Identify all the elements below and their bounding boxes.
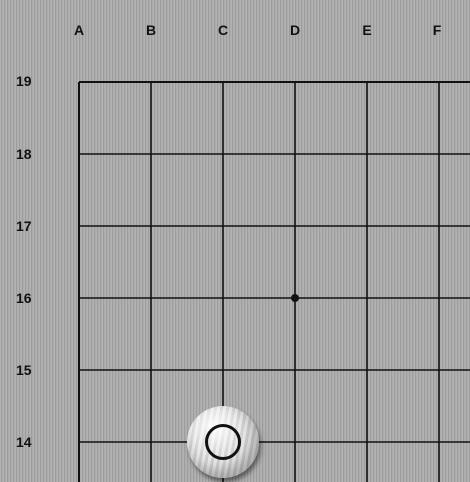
star-point bbox=[291, 294, 299, 302]
last-move-marker bbox=[205, 424, 241, 460]
white-stone[interactable] bbox=[187, 406, 259, 478]
